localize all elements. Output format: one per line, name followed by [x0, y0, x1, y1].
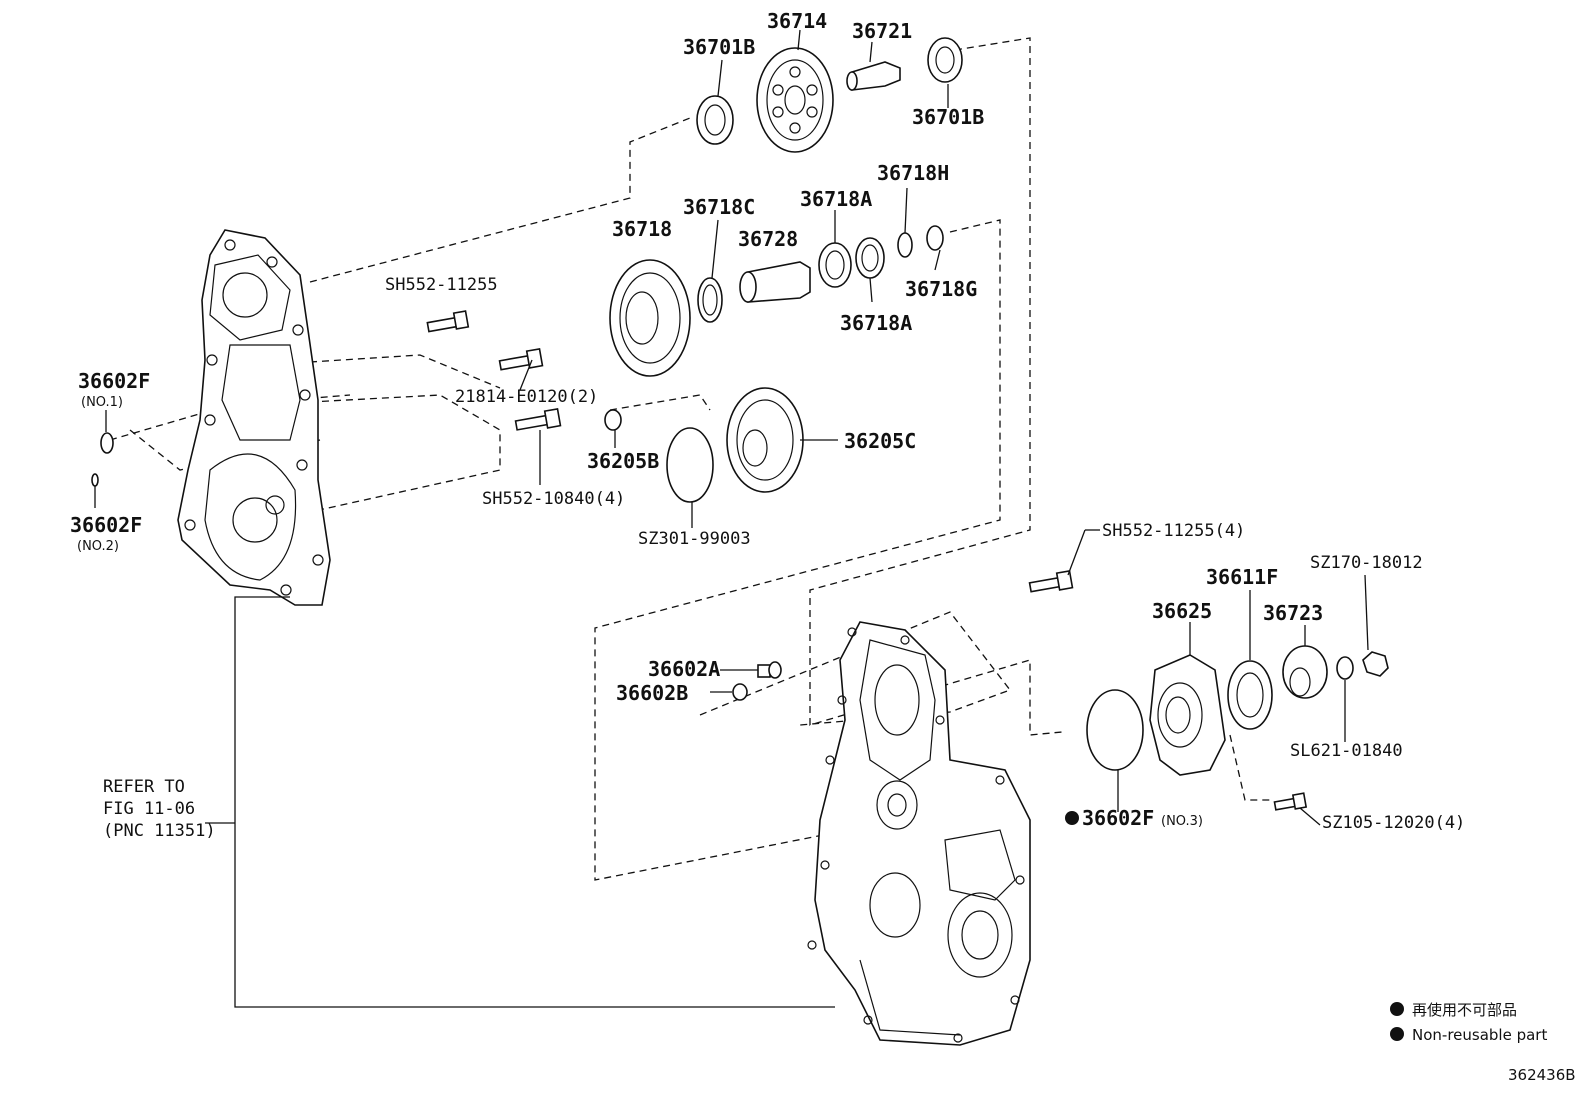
- washer-SL621-01840: [1336, 656, 1354, 680]
- label-SH552-11255: SH552-11255: [385, 275, 498, 295]
- label-36723: 36723: [1263, 601, 1323, 625]
- label-36718G: 36718G: [905, 277, 977, 301]
- snap-ring-36718H: [897, 232, 913, 258]
- legend-text-jp: 再使用不可部品: [1412, 1001, 1517, 1019]
- shaft-36721: [846, 61, 901, 91]
- label-SZ170-18012: SZ170-18012: [1310, 553, 1423, 573]
- label-36701B-right: 36701B: [912, 105, 984, 129]
- label-36721: 36721: [852, 19, 912, 43]
- gear-36718: [609, 259, 691, 377]
- label-36205C: 36205C: [844, 429, 916, 453]
- label-36718A-bottom: 36718A: [840, 311, 912, 335]
- label-SZ105-12020: SZ105-12020(4): [1322, 813, 1465, 833]
- o-ring-36602F-no1: [100, 432, 114, 454]
- label-SL621-01840: SL621-01840: [1290, 741, 1403, 761]
- o-ring-SZ301-99003: [666, 427, 714, 503]
- label-36602B: 36602B: [616, 681, 688, 705]
- label-36718A-top: 36718A: [800, 187, 872, 211]
- label-36602F-no2-sub: (NO.2): [77, 539, 119, 554]
- leader-lines: [94, 29, 1369, 1008]
- label-21814-E0120: 21814-E0120(2): [455, 387, 598, 407]
- non-reusable-marker: [1065, 811, 1079, 825]
- label-SH552-10840: SH552-10840(4): [482, 489, 625, 509]
- o-ring-36718G: [926, 225, 944, 251]
- o-ring-36602F-no2: [91, 473, 99, 487]
- bolt-SH552-11255-4: [1028, 569, 1074, 593]
- legend-bullet-en: [1390, 1027, 1404, 1041]
- label-36718H: 36718H: [877, 161, 949, 185]
- part-labels: 36701B 36714 36721 36701B 36718H 36718C …: [70, 9, 1465, 833]
- label-36718: 36718: [612, 217, 672, 241]
- legend-bullet-jp: [1390, 1002, 1404, 1016]
- label-36602F-no3: 36602F: [1082, 806, 1154, 830]
- snap-ring-36718C: [697, 277, 723, 323]
- o-ring-36602F-no3: [1086, 689, 1144, 771]
- label-36602F-no1-sub: (NO.1): [81, 395, 123, 410]
- gear-36714: [756, 47, 834, 153]
- label-36728: 36728: [738, 227, 798, 251]
- bearing-36718A-left: [818, 242, 852, 288]
- seal-36611F: [1227, 660, 1273, 730]
- label-36602F-no2: 36602F: [70, 513, 142, 537]
- sleeve-36728: [739, 261, 811, 303]
- bolt-21814-E0120: [498, 347, 544, 371]
- refer-note: REFER TO FIG 11-06 (PNC 11351): [103, 777, 216, 841]
- bearing-36718A-right: [855, 237, 885, 279]
- nut-SZ170-18012: [1362, 651, 1389, 677]
- refer-line-3: (PNC 11351): [103, 821, 216, 841]
- companion-flange-36723: [1282, 645, 1328, 699]
- bearing-36701B-left: [696, 95, 734, 145]
- plug-36602A: [757, 661, 782, 679]
- right-housing: [807, 621, 1031, 1046]
- label-36701B-top: 36701B: [683, 35, 755, 59]
- refer-line-1: REFER TO: [103, 777, 185, 797]
- legend: 再使用不可部品 Non-reusable part: [1390, 1001, 1547, 1044]
- gear-36205C: [726, 387, 804, 493]
- flange-36625: [1149, 654, 1226, 776]
- gasket-36602B: [732, 683, 748, 701]
- bushing-36205B: [604, 409, 622, 431]
- bolt-SZ105-12020: [1273, 792, 1308, 811]
- label-36602A: 36602A: [648, 657, 720, 681]
- bolt-SH552-10840: [514, 407, 562, 431]
- left-timing-cover: [177, 229, 331, 606]
- label-SH552-11255-4: SH552-11255(4): [1102, 521, 1245, 541]
- label-36205B: 36205B: [587, 449, 659, 473]
- label-36611F: 36611F: [1206, 565, 1278, 589]
- label-SZ301-99003: SZ301-99003: [638, 529, 751, 549]
- label-36714: 36714: [767, 9, 827, 33]
- refer-line-2: FIG 11-06: [103, 799, 195, 819]
- legend-text-en: Non-reusable part: [1412, 1026, 1547, 1044]
- bolt-SH552-11255: [426, 310, 470, 333]
- label-36718C: 36718C: [683, 195, 755, 219]
- label-36625: 36625: [1152, 599, 1212, 623]
- label-36602F-no3-sub: (NO.3): [1161, 814, 1203, 829]
- bearing-36701B-right: [927, 37, 963, 83]
- figure-id: 362436B: [1508, 1066, 1576, 1084]
- label-36602F-no1: 36602F: [78, 369, 150, 393]
